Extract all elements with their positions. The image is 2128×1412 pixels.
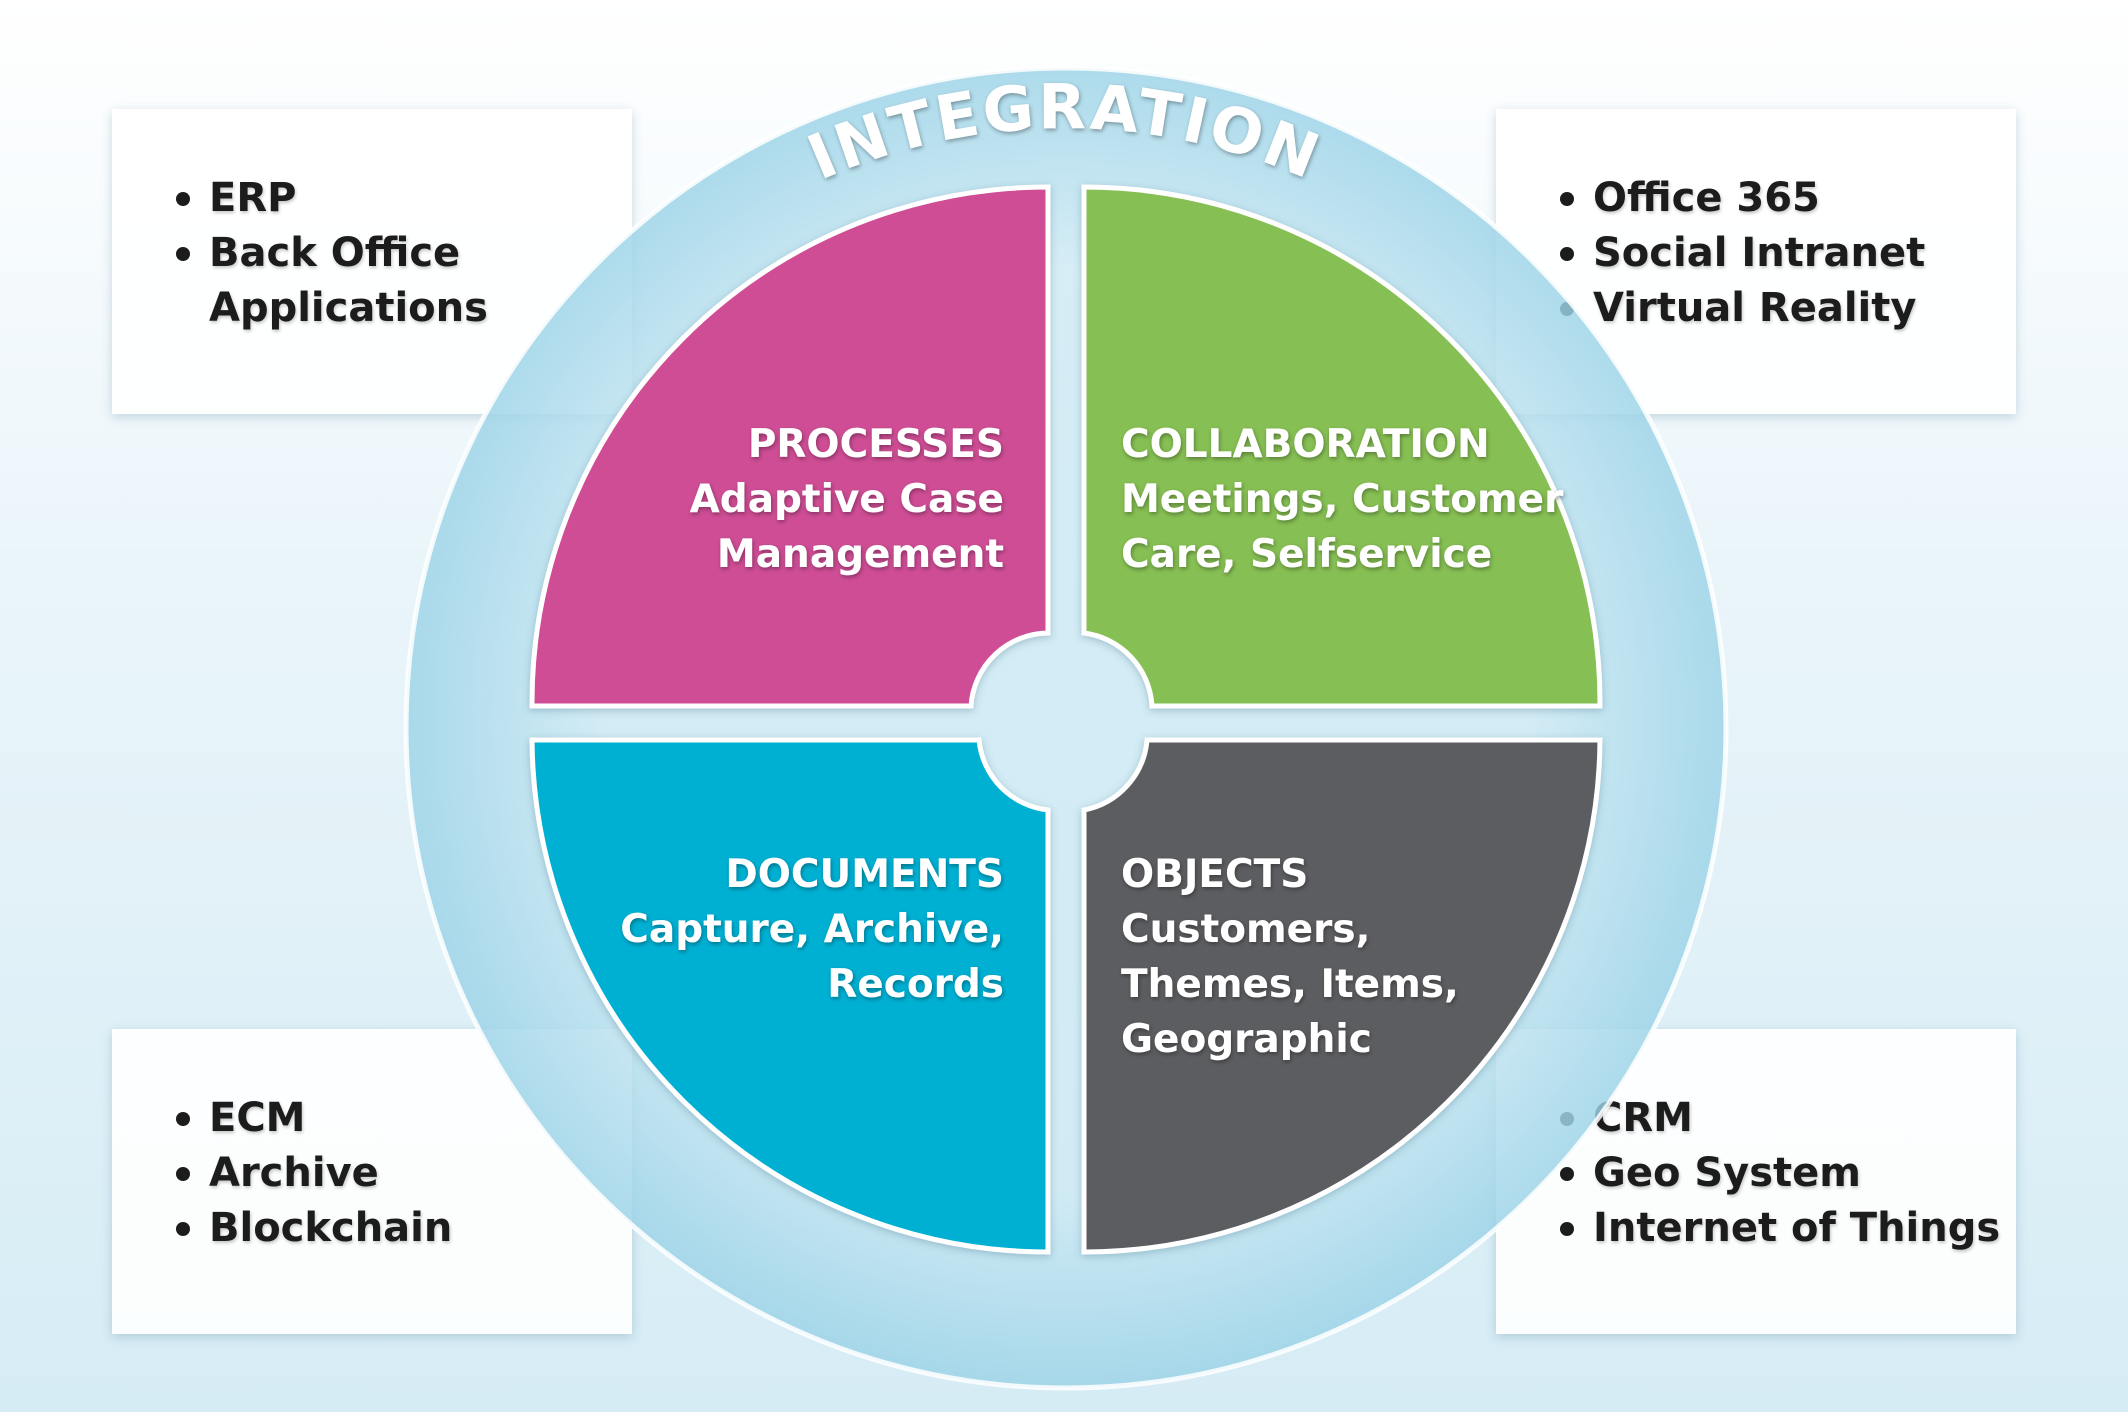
objects-title: OBJECTS	[1121, 852, 1308, 897]
documents-line-2: Records	[827, 962, 1004, 1007]
processes-line-2: Management	[717, 532, 1004, 577]
box-bottom-right-list: CRM Geo System Internet of Things	[1560, 1091, 2000, 1256]
list-item: Geo System	[1560, 1146, 2000, 1201]
box-bottom-left-list: ECM Archive Blockchain	[176, 1091, 616, 1256]
quadrant-collaboration	[1081, 184, 1603, 709]
objects-line-1: Customers,	[1121, 907, 1370, 952]
collaboration-line-2: Care, Selfservice	[1121, 532, 1492, 577]
quadrant-objects	[1081, 737, 1603, 1255]
quadrant-documents	[529, 737, 1051, 1255]
integration-ring	[403, 65, 1729, 1391]
list-item: Archive	[176, 1146, 616, 1201]
quadrant-texts: PROCESSES Adaptive Case Management COLLA…	[620, 422, 1564, 1062]
documents-title: DOCUMENTS	[725, 852, 1004, 897]
box-top-right-list: Office 365 Social Intranet Virtual Reali…	[1560, 171, 2000, 336]
list-item: Blockchain	[176, 1201, 616, 1256]
list-item: Social Intranet	[1560, 226, 2000, 281]
list-item: Back Office Applications	[176, 226, 509, 336]
objects-line-3: Geographic	[1121, 1017, 1372, 1062]
list-item: Office 365	[1560, 171, 2000, 226]
box-top-left-list: ERP Back Office Applications	[176, 171, 616, 336]
list-item: ERP	[176, 171, 616, 226]
list-item: ECM	[176, 1091, 616, 1146]
documents-line-1: Capture, Archive,	[620, 907, 1004, 952]
processes-line-1: Adaptive Case	[690, 477, 1004, 522]
processes-title: PROCESSES	[748, 422, 1004, 467]
quadrant-processes	[529, 184, 1051, 709]
box-top-left: ERP Back Office Applications	[112, 109, 632, 414]
objects-line-2: Themes, Items,	[1121, 962, 1459, 1007]
collaboration-line-1: Meetings, Customer	[1121, 477, 1564, 522]
list-item: Internet of Things	[1560, 1201, 2000, 1256]
quadrants	[529, 184, 1603, 1255]
collaboration-title: COLLABORATION	[1121, 422, 1490, 467]
